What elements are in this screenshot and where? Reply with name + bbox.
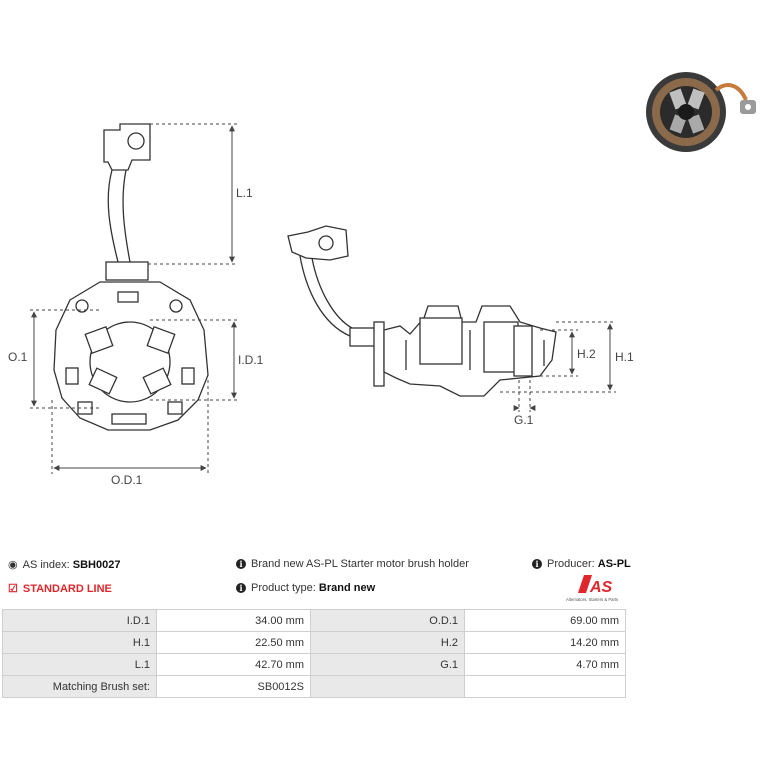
dim-label-id1: I.D.1 bbox=[238, 353, 264, 367]
spec-label bbox=[310, 675, 465, 698]
as-pl-logo: AS Alternators, Starters & Parts bbox=[566, 575, 618, 602]
producer-value: AS-PL bbox=[597, 558, 631, 570]
table-row: H.1 22.50 mm H.2 14.20 mm bbox=[2, 631, 626, 654]
product-type-row: i Product type: Brand new bbox=[236, 582, 375, 594]
svg-text:Alternators, Starters & Parts: Alternators, Starters & Parts bbox=[566, 597, 618, 602]
specs-table: I.D.1 34.00 mm O.D.1 69.00 mm H.1 22.50 … bbox=[2, 609, 626, 698]
dim-label-h1: H.1 bbox=[615, 350, 634, 364]
spec-value: 22.50 mm bbox=[156, 631, 311, 654]
spec-label: H.2 bbox=[310, 631, 465, 654]
table-row: I.D.1 34.00 mm O.D.1 69.00 mm bbox=[2, 609, 626, 632]
dim-label-g1: G.1 bbox=[514, 413, 534, 427]
dim-label-h2: H.2 bbox=[577, 347, 596, 361]
spec-label: Matching Brush set: bbox=[2, 675, 157, 698]
spec-label: G.1 bbox=[310, 653, 465, 676]
description-row: i Brand new AS-PL Starter motor brush ho… bbox=[236, 558, 469, 570]
product-description: Brand new AS-PL Starter motor brush hold… bbox=[251, 558, 469, 570]
table-row: Matching Brush set: SB0012S bbox=[2, 675, 626, 698]
spec-value: SB0012S bbox=[156, 675, 311, 698]
table-row: L.1 42.70 mm G.1 4.70 mm bbox=[2, 653, 626, 676]
spec-value: 42.70 mm bbox=[156, 653, 311, 676]
spec-label: L.1 bbox=[2, 653, 157, 676]
dim-label-l1: L.1 bbox=[236, 186, 253, 200]
info-icon: i bbox=[236, 559, 246, 569]
front-view bbox=[53, 123, 209, 431]
spec-value: 69.00 mm bbox=[464, 609, 626, 632]
as-index-value: SBH0027 bbox=[72, 558, 121, 571]
standard-line-badge: ☑ STANDARD LINE bbox=[8, 582, 112, 596]
as-index-row: ◉ AS index: SBH0027 bbox=[8, 558, 121, 572]
spec-value bbox=[464, 675, 626, 698]
svg-text:AS: AS bbox=[589, 579, 613, 596]
tag-icon: ◉ bbox=[8, 559, 18, 571]
product-type-value: Brand new bbox=[318, 582, 376, 594]
spec-value: 4.70 mm bbox=[464, 653, 626, 676]
info-icon: i bbox=[532, 559, 542, 569]
side-view bbox=[287, 225, 557, 397]
dim-label-od1: O.D.1 bbox=[111, 473, 143, 487]
spec-value: 14.20 mm bbox=[464, 631, 626, 654]
dim-label-o1: O.1 bbox=[8, 350, 28, 364]
spec-value: 34.00 mm bbox=[156, 609, 311, 632]
technical-drawing: L.1 O.1 I.D.1 O.D.1 H. bbox=[8, 123, 634, 487]
spec-label: O.D.1 bbox=[310, 609, 465, 632]
info-icon: i bbox=[236, 583, 246, 593]
spec-label: I.D.1 bbox=[2, 609, 157, 632]
spec-label: H.1 bbox=[2, 631, 157, 654]
product-photo[interactable] bbox=[636, 60, 766, 160]
check-square-icon: ☑ bbox=[8, 583, 18, 595]
producer-row: i Producer: AS-PL bbox=[532, 558, 631, 570]
